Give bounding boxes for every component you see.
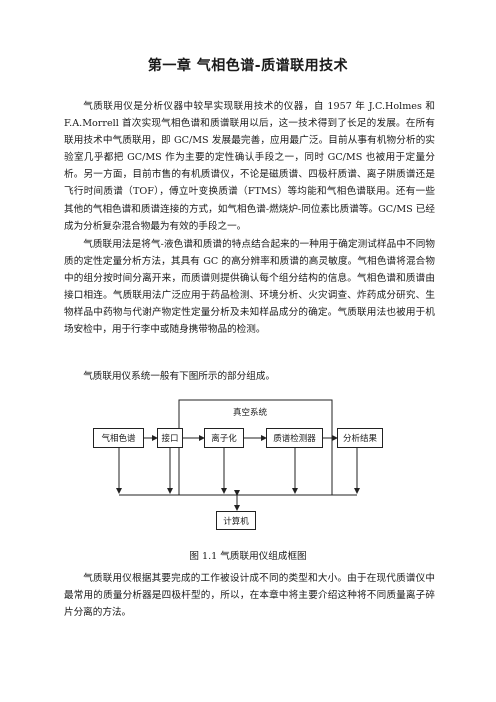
ms-detector-box: 质谱检测器 — [266, 428, 323, 448]
computer-box: 计算机 — [216, 511, 256, 530]
paragraph-system: 气质联用仪系统一般有下图所示的部分组成。 — [83, 371, 276, 382]
paragraph-intro: 气质联用仪是分析仪器中较早实现联用技术的仪器，自 1957 年 J.C.Holm… — [64, 101, 435, 232]
vacuum-system-label: 真空系统 — [233, 408, 268, 418]
ionization-box: 离子化 — [204, 428, 244, 448]
interface-box: 接口 — [157, 428, 183, 448]
paragraph-method: 气质联用法是将气-液色谱和质谱的特点结合起来的一种用于确定测试样品中不同物质的定… — [64, 239, 435, 336]
gc-box: 气相色谱 — [93, 428, 144, 448]
results-box: 分析结果 — [337, 428, 383, 448]
chapter-title: 第一章 气相色谱-质谱联用技术 — [147, 58, 349, 74]
paragraph-types: 气质联用仪根据其要完成的工作被设计成不同的类型和大小。由于在现代质谱仪中最常用的… — [64, 573, 435, 619]
figure-caption: 图 1.1 气质联用仪组成框图 — [189, 551, 307, 562]
